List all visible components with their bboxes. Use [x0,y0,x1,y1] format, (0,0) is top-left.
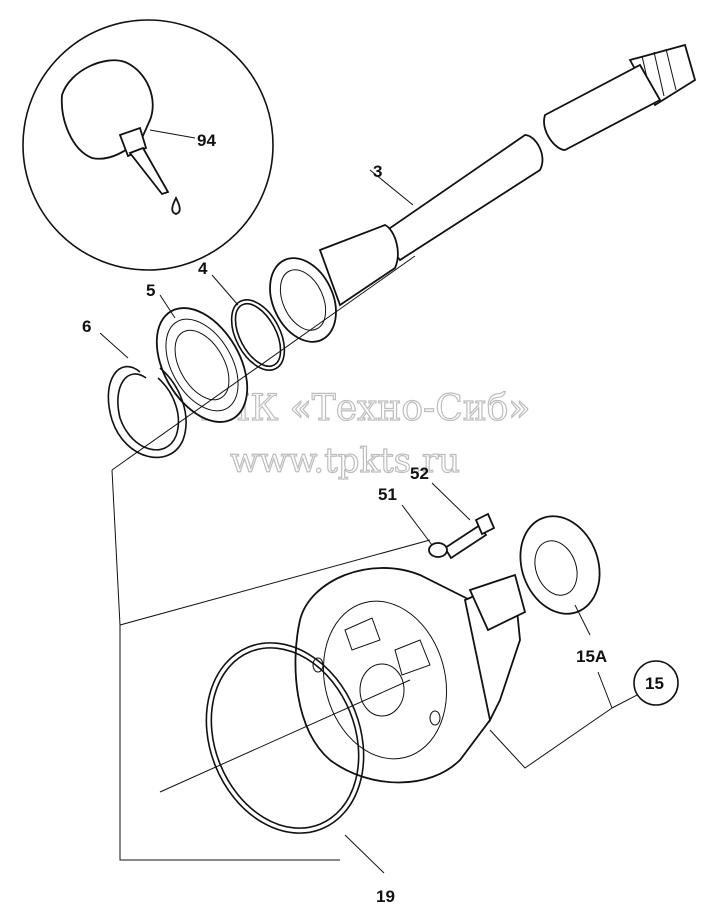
label-19: 19 [376,887,395,906]
group-bracket-15 [489,707,613,769]
label-94: 94 [197,131,216,150]
leader-19 [344,834,385,874]
shaft-sleeve [269,257,337,343]
shaft-collar [318,224,399,307]
leader-15A [574,604,591,636]
label-5: 5 [146,281,155,300]
bottle-nozzle [128,146,170,196]
label-51: 51 [378,485,397,504]
carrier-housing [159,567,527,793]
shaft [269,43,697,343]
thrust-washer-15A [519,515,601,636]
label-4: 4 [198,259,208,278]
adhesive-drop [171,195,181,215]
label-3: 3 [373,162,382,181]
leader-5 [159,294,176,319]
label-6: 6 [82,317,91,336]
shaft-axis [159,679,411,793]
label-15A: 15A [576,647,607,666]
watermark-url: www.tpkts.ru [230,441,460,481]
leader-6 [99,332,129,359]
center-bore [359,663,405,717]
leader-4 [211,274,239,306]
leader-51 [401,504,433,546]
adhesive-bottle-inset [22,19,274,271]
leader-3 [369,169,414,206]
leader-94 [149,129,196,139]
o-ring-19 [205,642,385,874]
washer-51 [428,542,448,558]
shaft-segment-lower [378,134,544,262]
box-edge-bottom [119,625,340,861]
label-15: 15 [645,674,664,693]
output-spline [468,573,527,632]
callout-circle-15 [633,660,679,706]
watermark-company: ТПК «Техно-Сиб» [195,388,530,429]
snap-ring-4 [211,274,286,371]
shaft-segment-upper [543,63,662,151]
circlip-6 [99,332,187,459]
leader-52 [431,482,471,521]
bolt-assembly [401,482,496,560]
box-edge-top [111,255,416,471]
bolt-52 [443,523,488,560]
label-52: 52 [410,464,429,483]
inset-circle [22,19,274,271]
watermark: ТПК «Техно-Сиб» www.tpkts.ru [194,387,531,481]
